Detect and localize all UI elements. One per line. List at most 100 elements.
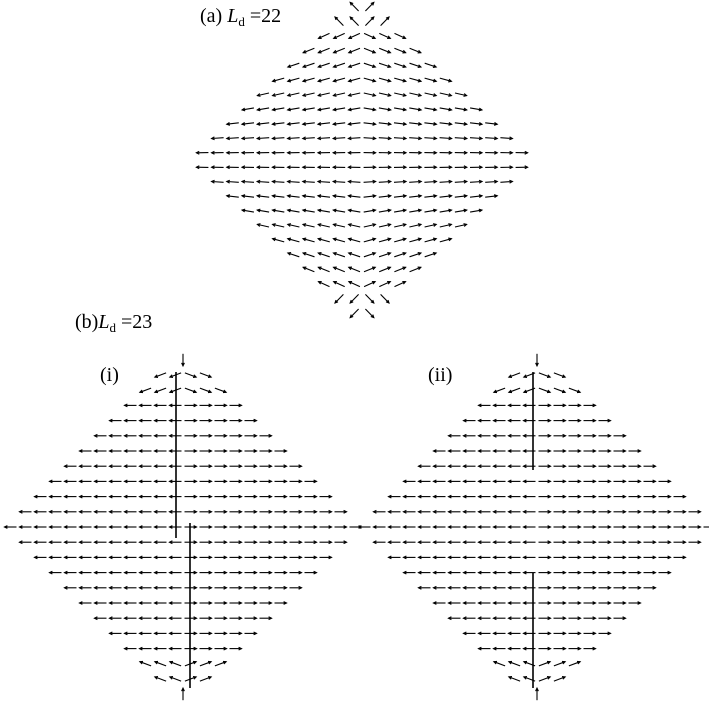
spin-arrow	[168, 660, 182, 667]
spin-arrow	[304, 494, 318, 499]
spin-arrow	[108, 464, 122, 469]
spin-arrow	[153, 509, 167, 514]
spin-arrow	[210, 179, 224, 184]
spin-arrow	[424, 107, 438, 112]
spin-arrow	[485, 150, 499, 155]
spin-arrow	[469, 165, 484, 170]
spin-arrow	[417, 464, 431, 469]
spin-arrow	[317, 252, 330, 258]
spin-arrow	[469, 179, 484, 184]
spin-arrow	[63, 585, 77, 590]
spin-arrow	[286, 165, 300, 170]
spin-arrow	[108, 494, 122, 499]
spin-arrow	[271, 150, 285, 155]
spin-arrow	[424, 237, 438, 243]
spin-arrow	[643, 570, 657, 575]
spin-arrow	[168, 585, 182, 590]
spin-arrow	[394, 92, 407, 97]
spin-arrow	[387, 525, 401, 529]
spin-arrow	[439, 92, 453, 97]
spin-arrow	[538, 525, 552, 529]
spin-arrow	[424, 136, 438, 141]
spin-arrow	[500, 165, 514, 170]
spin-arrow	[394, 47, 407, 54]
spin-arrow	[432, 449, 446, 453]
spin-arrow	[18, 509, 32, 514]
spin-arrow	[613, 601, 627, 605]
spin-arrow	[244, 555, 258, 560]
spin-arrow	[301, 179, 315, 184]
spin-arrow	[244, 540, 258, 545]
spin-arrow	[347, 223, 361, 228]
spin-arrow	[424, 122, 438, 126]
spin-arrow	[199, 525, 213, 529]
spin-arrow	[409, 179, 423, 184]
spin-arrow	[214, 418, 228, 423]
spin-arrow	[469, 150, 484, 155]
spin-arrow	[688, 509, 702, 514]
spin-arrow	[259, 585, 273, 590]
spin-arrow	[507, 555, 521, 560]
spin-arrow	[553, 616, 567, 621]
spin-arrow	[244, 479, 258, 484]
spin-arrow	[286, 208, 300, 213]
spin-arrow	[63, 525, 77, 529]
spin-arrow	[439, 136, 453, 141]
spin-arrow	[123, 540, 137, 545]
spin-arrow	[477, 433, 491, 438]
spin-arrow	[477, 418, 491, 423]
spin-arrow	[613, 525, 627, 529]
spin-arrow	[538, 464, 552, 469]
spin-arrow	[538, 433, 552, 438]
spin-arrow	[138, 479, 152, 484]
spin-arrow	[522, 555, 536, 560]
spin-arrow	[214, 601, 228, 605]
spin-arrow	[424, 150, 438, 155]
spin-arrow	[244, 570, 258, 575]
spin-arrow	[454, 223, 468, 228]
spin-arrow	[538, 646, 552, 651]
spin-arrow	[138, 540, 152, 545]
spin-arrow	[199, 494, 213, 499]
spin-arrow	[409, 47, 422, 54]
spin-arrow	[538, 479, 552, 484]
spin-arrow	[553, 631, 567, 636]
spin-arrow	[332, 107, 346, 112]
spin-arrow	[363, 165, 377, 170]
spin-arrow	[332, 92, 346, 97]
spin-arrow	[409, 107, 423, 112]
spin-arrow	[363, 32, 377, 40]
spin-arrow	[583, 631, 597, 636]
spin-arrow	[153, 525, 167, 529]
spin-arrow	[447, 585, 461, 590]
spin-arrow	[538, 570, 552, 575]
spin-arrow	[613, 479, 627, 484]
spin-arrow	[229, 631, 243, 636]
spin-arrow	[568, 403, 582, 408]
spin-arrow	[553, 555, 567, 560]
spin-arrow	[123, 631, 137, 636]
spin-arrow	[229, 555, 243, 560]
spin-arrow	[365, 308, 375, 319]
spin-arrow	[78, 494, 92, 499]
spin-arrow	[658, 555, 672, 560]
spin-arrow	[138, 525, 152, 529]
spin-arrow	[332, 280, 345, 288]
spin-arrow	[259, 509, 273, 514]
spin-arrow	[477, 646, 491, 651]
spin-arrow	[417, 494, 431, 499]
spin-arrow	[447, 479, 461, 484]
spin-arrow	[289, 494, 303, 499]
spin-arrow	[259, 555, 273, 560]
spin-arrow	[628, 585, 642, 590]
spin-arrow	[214, 509, 228, 514]
spin-arrow	[108, 509, 122, 514]
spin-arrow	[583, 479, 597, 484]
spin-arrow	[439, 237, 453, 243]
spin-arrow	[409, 194, 423, 198]
spin-arrow	[492, 464, 506, 469]
spin-arrow	[409, 92, 423, 97]
spin-arrow	[613, 570, 627, 575]
spin-arrow	[598, 631, 612, 636]
spin-arrow	[347, 77, 361, 83]
